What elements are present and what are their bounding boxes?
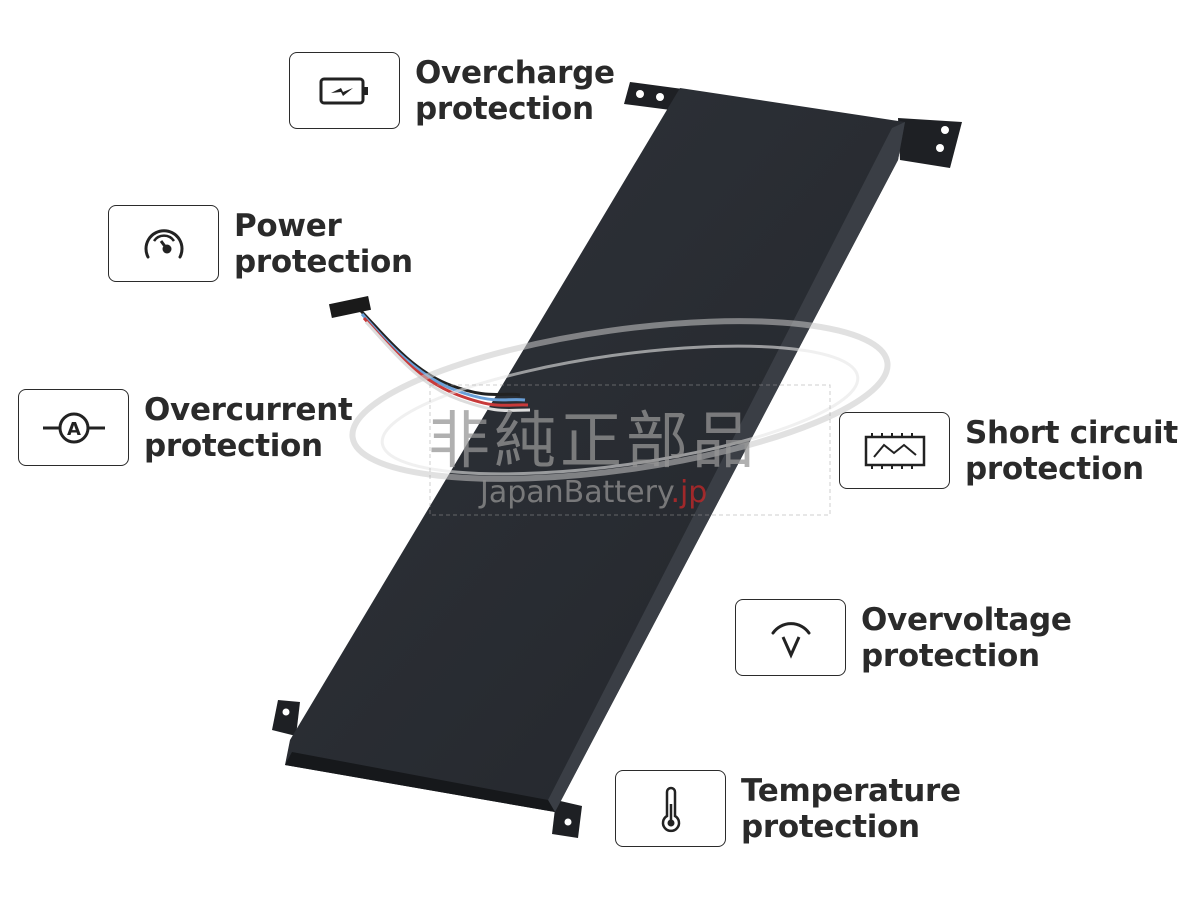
feature-title: Temperature [741,772,961,809]
ammeter-icon: A [18,389,129,466]
feature-subtitle: protection [861,637,1040,674]
feature-subtitle: protection [234,243,413,280]
battery-cable [358,308,531,413]
feature-subtitle: protection [415,90,594,127]
feature-subtitle: protection [741,808,920,845]
feature-subtitle: protection [965,450,1144,487]
gauge-icon [108,205,219,282]
feature-title: Short circuit [965,414,1178,451]
voltmeter-icon [735,599,846,676]
watermark-brand-name: JapanBattery [480,475,671,510]
battery-body [285,88,905,812]
feature-title: Overvoltage [861,601,1072,638]
connector [328,295,372,319]
feature-subtitle: protection [144,427,323,464]
thermometer-icon [615,770,726,847]
feature-title: Overcurrent [144,391,353,428]
feature-title: Power [234,207,342,244]
feature-title: Overcharge [415,54,615,91]
battery-charge-icon [289,52,400,129]
watermark-kanji: 非純正部品 [428,404,759,477]
watermark-brand: JapanBattery.jp [480,475,707,510]
svg-text:A: A [67,419,81,440]
watermark-tld: .jp [670,475,708,510]
circuit-board-icon [839,412,950,489]
